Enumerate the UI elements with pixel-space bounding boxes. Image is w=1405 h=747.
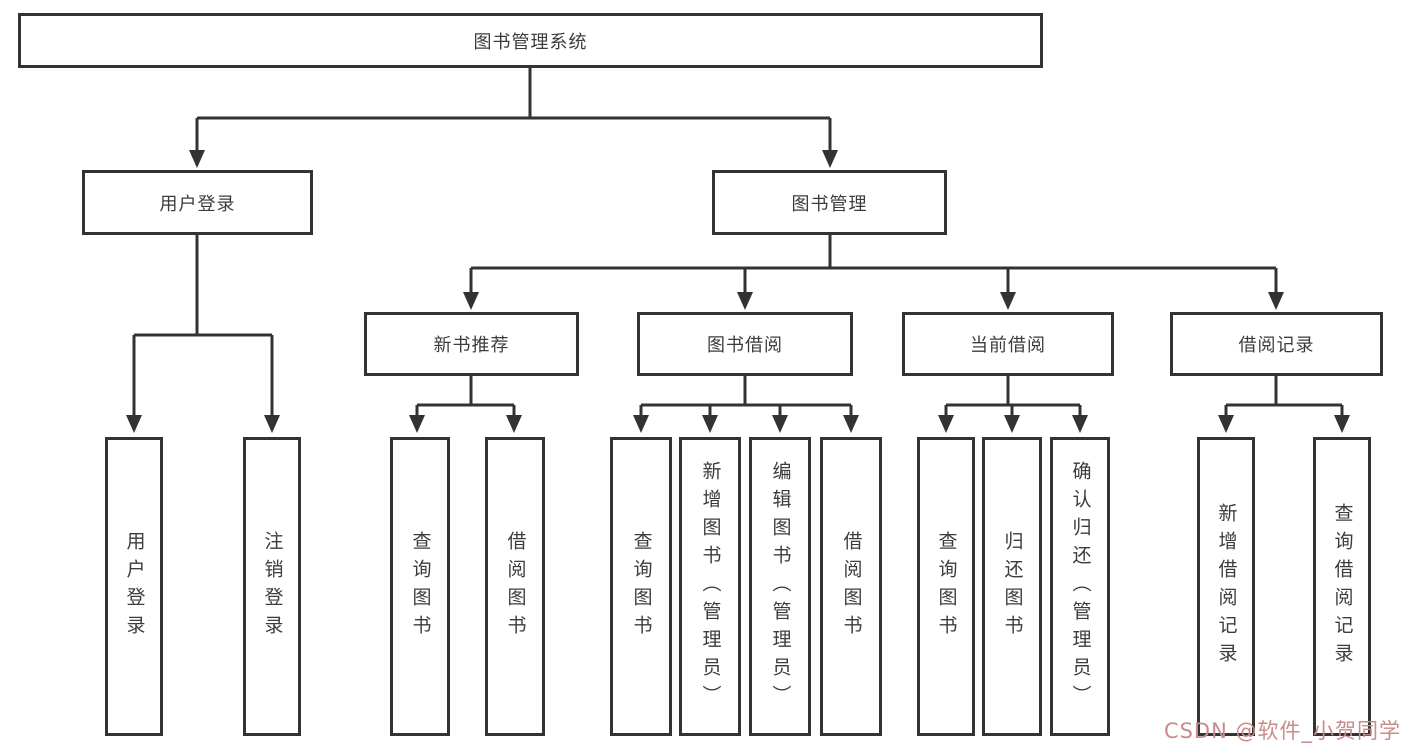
node-root: 图书管理系统 [18, 13, 1043, 68]
leaf-borrow-books-2-label: 借阅图书 [840, 530, 863, 643]
csdn-watermark: CSDN @软件_小贺同学 [1163, 719, 1401, 743]
node-current-borrow: 当前借阅 [902, 312, 1114, 376]
leaf-user-login-label: 用户登录 [123, 530, 146, 643]
leaf-edit-books-admin-label: 编辑图书（管理员） [769, 460, 792, 713]
leaf-borrow-books-1: 借阅图书 [485, 437, 545, 736]
leaf-return-books: 归还图书 [982, 437, 1042, 736]
leaf-logout: 注销登录 [243, 437, 301, 736]
leaf-query-borrow-record: 查询借阅记录 [1313, 437, 1371, 736]
leaf-logout-label: 注销登录 [261, 530, 284, 643]
leaf-query-books-3: 查询图书 [917, 437, 975, 736]
leaf-borrow-books-1-label: 借阅图书 [504, 530, 527, 643]
node-borrow-records: 借阅记录 [1170, 312, 1383, 376]
leaf-confirm-return-admin: 确认归还（管理员） [1050, 437, 1110, 736]
leaf-add-borrow-record: 新增借阅记录 [1197, 437, 1255, 736]
leaf-borrow-books-2: 借阅图书 [820, 437, 882, 736]
leaf-add-books-admin-label: 新增图书（管理员） [699, 460, 722, 713]
node-new-book-recommend: 新书推荐 [364, 312, 579, 376]
leaf-return-books-label: 归还图书 [1001, 530, 1024, 643]
leaf-query-books-1-label: 查询图书 [409, 530, 432, 643]
leaf-add-books-admin: 新增图书（管理员） [679, 437, 741, 736]
node-user-login: 用户登录 [82, 170, 313, 235]
leaf-query-books-3-label: 查询图书 [935, 530, 958, 643]
leaf-query-books-2: 查询图书 [610, 437, 672, 736]
leaf-confirm-return-admin-label: 确认归还（管理员） [1069, 460, 1092, 713]
leaf-add-borrow-record-label: 新增借阅记录 [1215, 502, 1238, 671]
node-book-management: 图书管理 [712, 170, 947, 235]
leaf-query-books-2-label: 查询图书 [630, 530, 653, 643]
leaf-user-login: 用户登录 [105, 437, 163, 736]
leaf-query-borrow-record-label: 查询借阅记录 [1331, 502, 1354, 671]
leaf-edit-books-admin: 编辑图书（管理员） [749, 437, 811, 736]
node-book-borrow: 图书借阅 [637, 312, 853, 376]
leaf-query-books-1: 查询图书 [390, 437, 450, 736]
